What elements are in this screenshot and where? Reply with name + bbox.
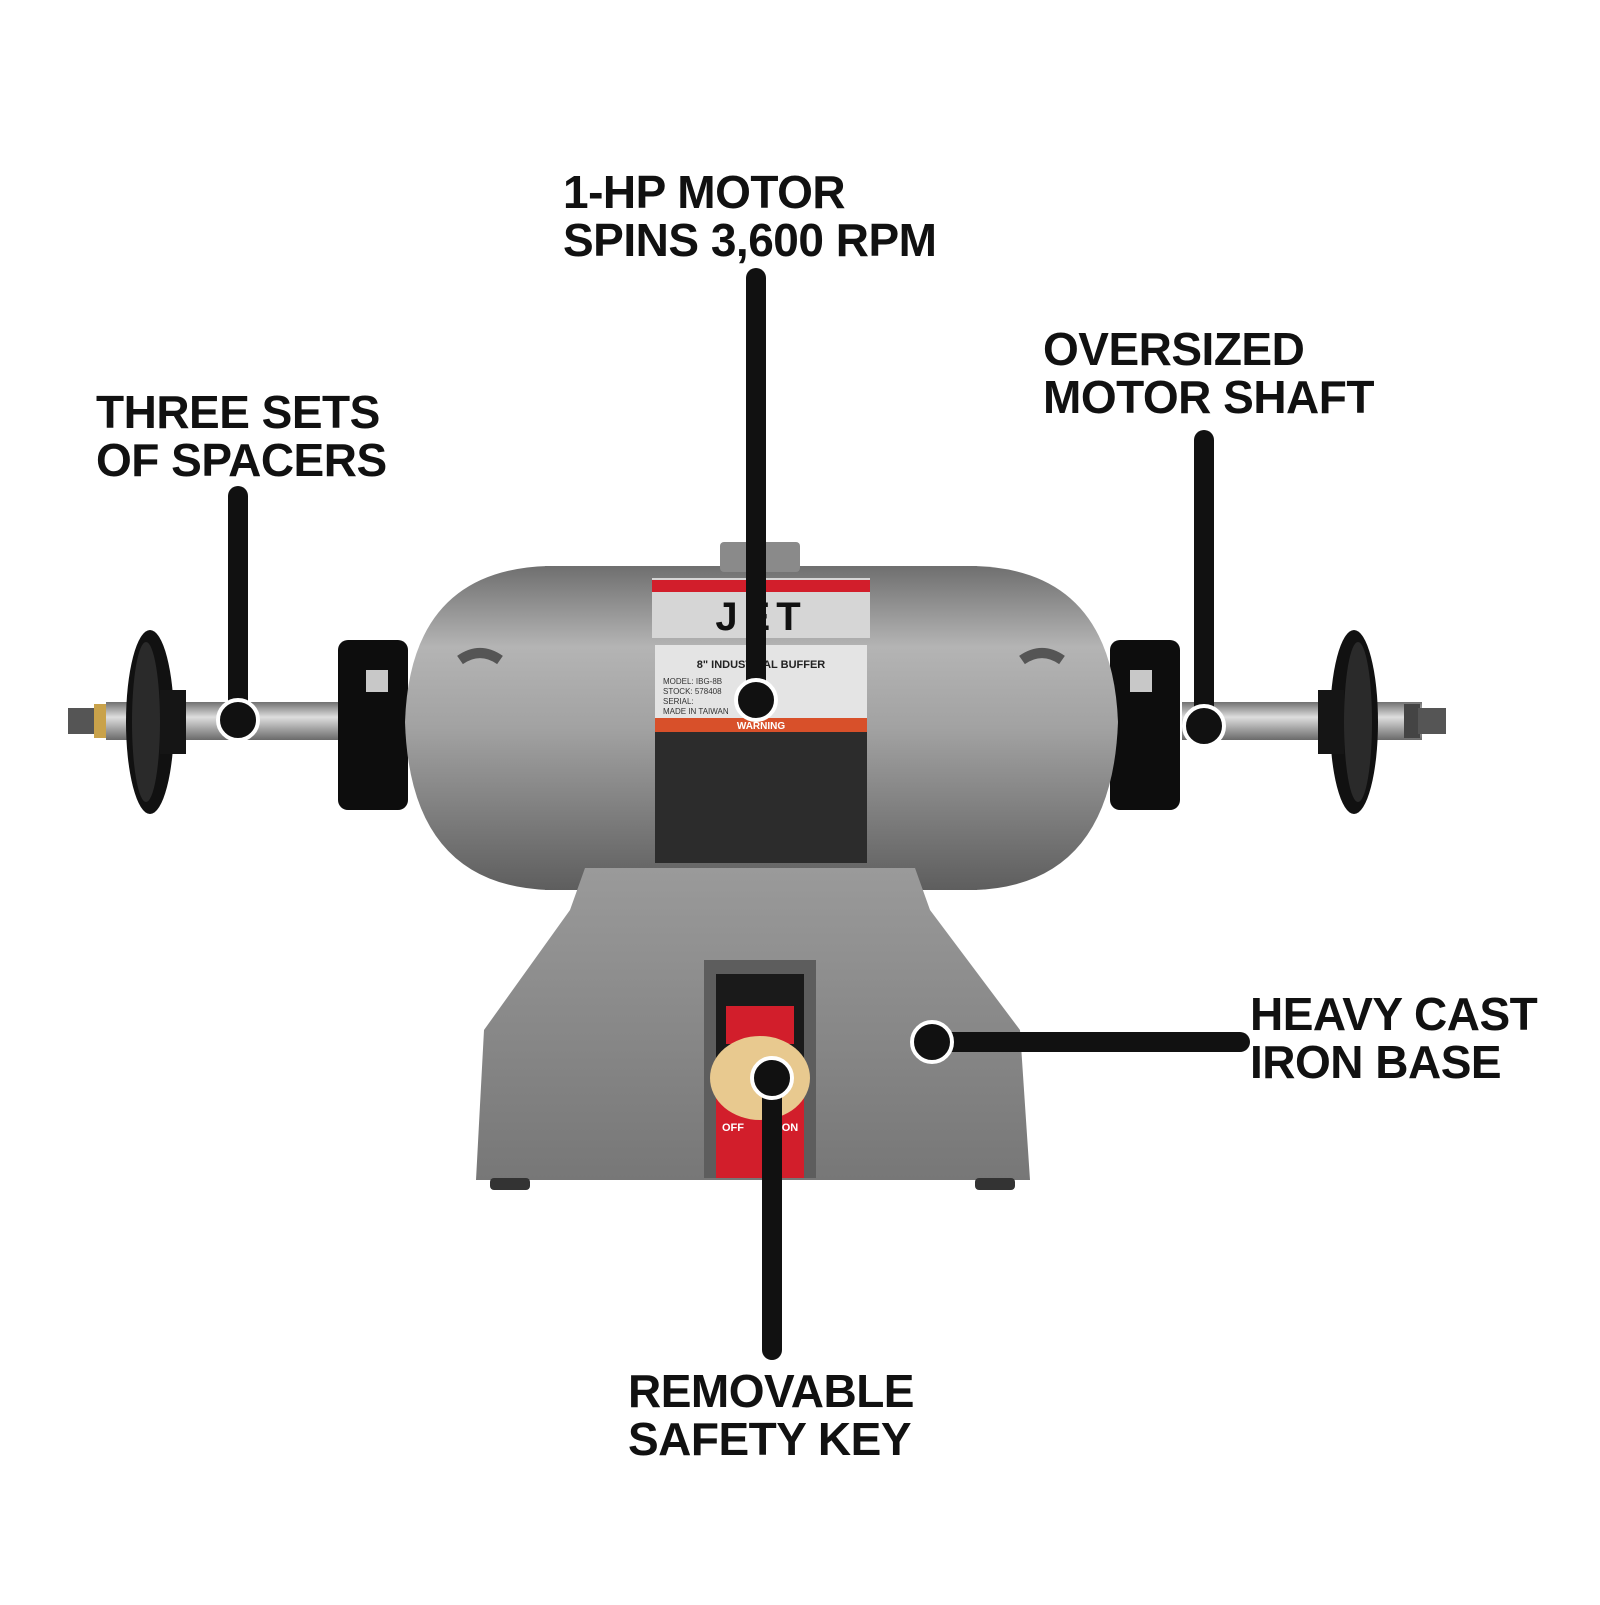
callout-shaft: OVERSIZED MOTOR SHAFT: [1043, 325, 1374, 421]
callout-shaft-line-2: MOTOR SHAFT: [1043, 371, 1374, 423]
callout-spacers: THREE SETS OF SPACERS: [96, 388, 387, 484]
callout-shaft-line-1: OVERSIZED: [1043, 323, 1305, 375]
leader-lines: [216, 268, 1250, 1360]
callout-motor-line-2: SPINS 3,600 RPM: [563, 214, 937, 266]
callout-motor: 1-HP MOTOR SPINS 3,600 RPM: [563, 166, 937, 266]
callout-key-line-1: REMOVABLE: [628, 1365, 915, 1417]
nameplate-line: MODEL: IBG-8B: [663, 677, 722, 686]
left-spacer-flange: [126, 630, 186, 814]
nameplate-line: MADE IN TAIWAN: [663, 707, 729, 716]
power-switch: OFF ON: [704, 960, 816, 1178]
right-end-ring: [1110, 640, 1180, 810]
callout-motor-line-1: 1-HP MOTOR: [563, 166, 846, 218]
callout-base-line-2: IRON BASE: [1250, 1036, 1502, 1088]
left-end-ring: [338, 640, 408, 810]
switch-on-label: ON: [782, 1122, 799, 1134]
switch-off-label: OFF: [722, 1122, 744, 1134]
left-shaft: [68, 702, 346, 740]
nameplate-line: STOCK: 578408: [663, 687, 722, 696]
nameplate-line: SERIAL:: [663, 697, 694, 706]
callout-spacers-line-1: THREE SETS: [96, 386, 380, 438]
callout-spacers-line-2: OF SPACERS: [96, 434, 387, 486]
callout-base: HEAVY CAST IRON BASE: [1250, 988, 1538, 1088]
right-spacer-flange: [1318, 630, 1378, 814]
callout-key-line-2: SAFETY KEY: [628, 1413, 912, 1465]
callout-key: REMOVABLE SAFETY KEY: [628, 1365, 915, 1465]
warning-title: WARNING: [737, 721, 786, 732]
callout-base-line-1: HEAVY CAST: [1250, 988, 1538, 1040]
